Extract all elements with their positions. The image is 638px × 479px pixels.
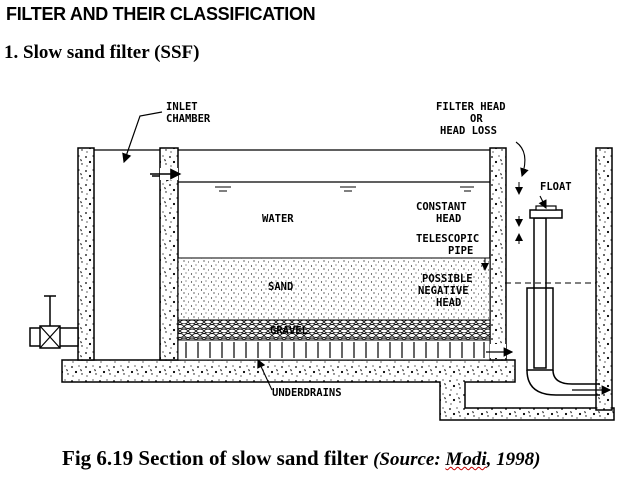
outlet-gap: [490, 344, 506, 358]
underdrain-blocks: [185, 342, 485, 358]
caption-source-suffix: , 1998): [486, 449, 541, 470]
slide-subtitle: 1. Slow sand filter (SSF): [4, 42, 200, 63]
caption-source: (Source: Modi, 1998): [373, 449, 540, 470]
label-gravel: GRAVEL: [270, 325, 308, 337]
label-water: WATER: [262, 213, 294, 225]
label-constant-head-line2: HEAD: [436, 213, 461, 225]
label-inlet-line2: CHAMBER: [166, 113, 211, 125]
label-filter-head-line3: HEAD LOSS: [440, 125, 497, 137]
caption-source-author: Modi: [445, 449, 487, 470]
filter-right-wall: [489, 147, 507, 361]
label-sand: SAND: [268, 281, 293, 293]
slide-title: FILTER AND THEIR CLASSIFICATION: [6, 4, 316, 24]
label-filter-head-line1: FILTER HEAD: [436, 101, 506, 113]
label-telescopic-line1: TELESCOPIC: [416, 233, 479, 245]
label-float: FLOAT: [540, 181, 572, 193]
label-filter-head-line2: OR: [470, 113, 483, 125]
caption-main: Fig 6.19 Section of slow sand filter: [62, 446, 368, 470]
figure-caption: Fig 6.19 Section of slow sand filter (So…: [62, 446, 540, 471]
label-possible-line2: NEGATIVE: [418, 285, 469, 297]
outlet-outer-wall: [595, 147, 613, 411]
label-possible-line3: HEAD: [436, 297, 461, 309]
label-constant-head-line1: CONSTANT: [416, 201, 467, 213]
underdrains-layer: [177, 339, 491, 361]
gravel-layer: [177, 319, 491, 341]
base-slab: [61, 359, 615, 421]
label-underdrains: UNDERDRAINS: [272, 387, 342, 399]
sand-layer: [177, 257, 491, 321]
inlet-inner-wall: [159, 147, 179, 361]
label-inlet-line1: INLET: [166, 101, 198, 113]
label-telescopic-line2: PIPE: [448, 245, 473, 257]
caption-source-prefix: (Source:: [373, 449, 446, 470]
float: [529, 209, 563, 219]
label-possible-line1: POSSIBLE: [422, 273, 473, 285]
inlet-outer-wall: [77, 147, 95, 361]
